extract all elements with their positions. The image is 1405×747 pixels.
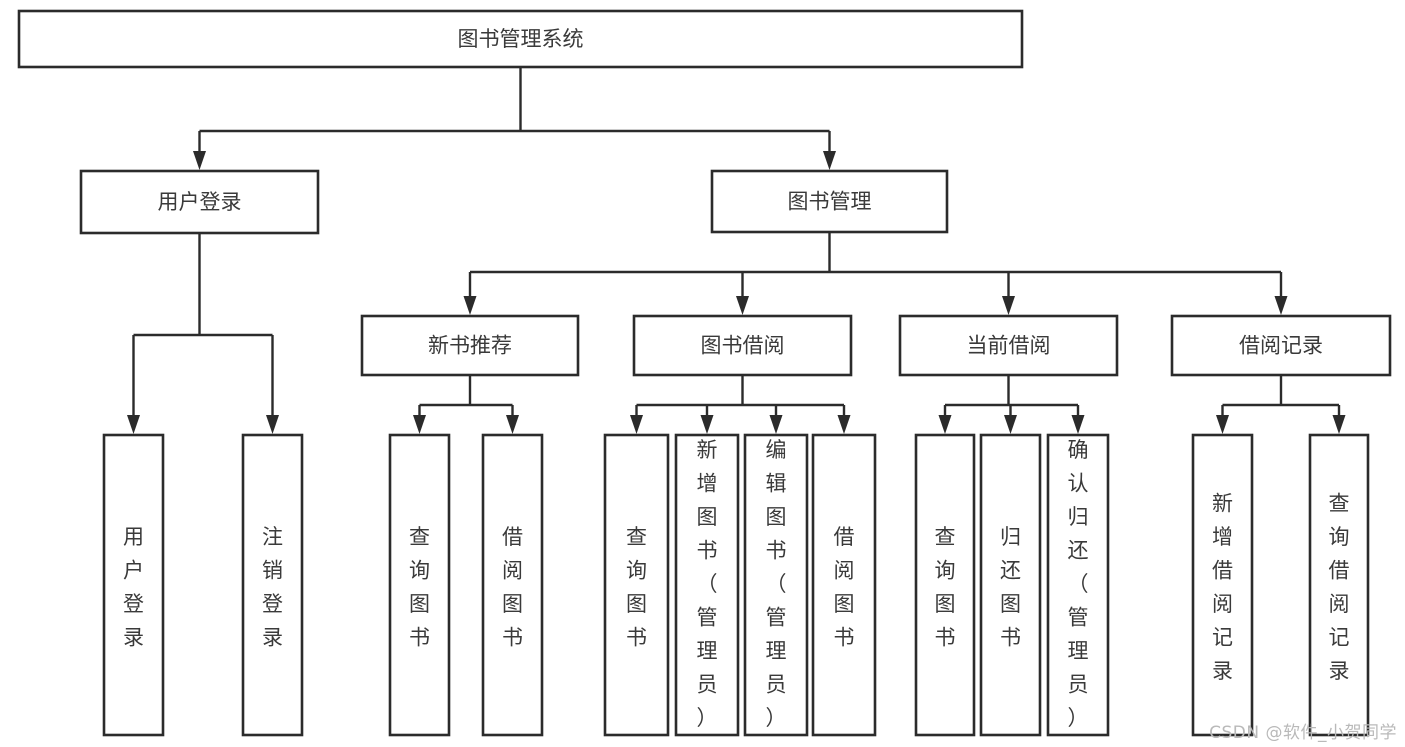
node-label: 查询图书 <box>409 525 430 650</box>
arrow-head-icon <box>823 151 836 170</box>
node-label: 查询图书 <box>626 525 647 650</box>
arrow-head-icon <box>1332 415 1346 434</box>
node-leaf-user-login[interactable]: 用户登录 <box>102 433 165 737</box>
node-box[interactable] <box>17 9 1024 69</box>
node-label: 当前借阅 <box>967 334 1051 358</box>
node-label: 借阅记录 <box>1239 334 1323 358</box>
arrow-head-icon <box>1002 296 1015 315</box>
node-leaf-return-book[interactable]: 归还图书 <box>979 433 1042 737</box>
arrow-head-icon <box>266 415 279 434</box>
node-borrow-record[interactable]: 借阅记录 <box>1170 314 1392 377</box>
node-leaf-borrow-book-rec[interactable]: 借阅图书 <box>481 433 544 737</box>
arrow-head-icon <box>127 415 140 434</box>
node-label: 查询图书 <box>935 525 956 650</box>
arrow-head-icon <box>413 415 426 434</box>
arrow-head-icon <box>700 415 714 434</box>
node-label: 用户登录 <box>123 525 144 650</box>
node-leaf-query-borrow-record[interactable]: 查询借阅记录 <box>1308 433 1370 737</box>
node-label: 图书借阅 <box>701 334 785 358</box>
arrow-head-icon <box>1071 415 1085 434</box>
node-label: 新增借阅记录 <box>1212 492 1233 684</box>
connector-group-new-book-recommend <box>413 375 519 434</box>
arrow-head-icon <box>938 415 952 434</box>
node-box[interactable] <box>603 433 670 737</box>
connector-group-user-login <box>127 233 279 434</box>
node-book-manage[interactable]: 图书管理 <box>710 169 949 234</box>
node-label: 归还图书 <box>1000 525 1021 650</box>
node-book-borrow[interactable]: 图书借阅 <box>632 314 853 377</box>
node-box[interactable] <box>360 314 580 377</box>
node-label: 编辑图书（管理员） <box>766 438 787 730</box>
node-box[interactable] <box>914 433 976 737</box>
node-box[interactable] <box>674 433 740 737</box>
node-user-login[interactable]: 用户登录 <box>79 169 320 235</box>
arrow-head-icon <box>1216 415 1229 434</box>
node-current-borrow[interactable]: 当前借阅 <box>898 314 1119 377</box>
node-box[interactable] <box>1191 433 1254 737</box>
node-label: 新增图书（管理员） <box>697 438 718 730</box>
node-box[interactable] <box>710 169 949 234</box>
node-box[interactable] <box>388 433 451 737</box>
node-box[interactable] <box>102 433 165 737</box>
node-label: 用户登录 <box>158 190 242 214</box>
connector-group-root <box>193 67 836 170</box>
connector-group-current-borrow <box>938 375 1085 434</box>
node-label: 新书推荐 <box>428 334 512 358</box>
node-label: 借阅图书 <box>502 525 523 650</box>
node-label: 图书管理 <box>788 190 872 214</box>
connectors-layer <box>127 67 1346 434</box>
node-leaf-query-book-rec[interactable]: 查询图书 <box>388 433 451 737</box>
nodes-layer: 图书管理系统用户登录图书管理新书推荐图书借阅当前借阅借阅记录用户登录注销登录查询… <box>17 9 1392 737</box>
connector-group-book-manage <box>463 232 1288 315</box>
node-label: 注销登录 <box>262 525 283 650</box>
node-box[interactable] <box>1170 314 1392 377</box>
node-box[interactable] <box>743 433 809 737</box>
connector-group-borrow-record <box>1216 375 1346 434</box>
node-box[interactable] <box>632 314 853 377</box>
node-box[interactable] <box>481 433 544 737</box>
node-label: 查询借阅记录 <box>1329 492 1350 684</box>
arrow-head-icon <box>769 415 783 434</box>
arrow-head-icon <box>1274 296 1288 315</box>
node-leaf-confirm-return-admin[interactable]: 确认归还（管理员） <box>1046 433 1110 737</box>
node-leaf-add-borrow-record[interactable]: 新增借阅记录 <box>1191 433 1254 737</box>
node-leaf-edit-book-admin[interactable]: 编辑图书（管理员） <box>743 433 809 737</box>
arrow-head-icon <box>837 415 851 434</box>
node-label: 借阅图书 <box>834 525 855 650</box>
node-root[interactable]: 图书管理系统 <box>17 9 1024 69</box>
node-label: 图书管理系统 <box>458 27 584 51</box>
node-box[interactable] <box>1308 433 1370 737</box>
node-leaf-borrow-book[interactable]: 借阅图书 <box>811 433 877 737</box>
node-box[interactable] <box>979 433 1042 737</box>
node-leaf-query-book-borrow[interactable]: 查询图书 <box>603 433 670 737</box>
arrow-head-icon <box>193 151 206 170</box>
watermark-label: CSDN @软件_小贺同学 <box>1209 723 1397 743</box>
connector-group-book-borrow <box>630 375 851 434</box>
node-box[interactable] <box>1046 433 1110 737</box>
node-box[interactable] <box>898 314 1119 377</box>
node-leaf-user-logout[interactable]: 注销登录 <box>241 433 304 737</box>
node-new-book-recommend[interactable]: 新书推荐 <box>360 314 580 377</box>
node-leaf-query-book-current[interactable]: 查询图书 <box>914 433 976 737</box>
arrow-head-icon <box>1004 415 1017 434</box>
node-label: 确认归还（管理员） <box>1068 438 1089 730</box>
arrow-head-icon <box>736 296 749 315</box>
arrow-head-icon <box>463 296 477 315</box>
node-box[interactable] <box>79 169 320 235</box>
node-leaf-add-book-admin[interactable]: 新增图书（管理员） <box>674 433 740 737</box>
node-box[interactable] <box>241 433 304 737</box>
node-box[interactable] <box>811 433 877 737</box>
arrow-head-icon <box>630 415 643 434</box>
arrow-head-icon <box>506 415 519 434</box>
